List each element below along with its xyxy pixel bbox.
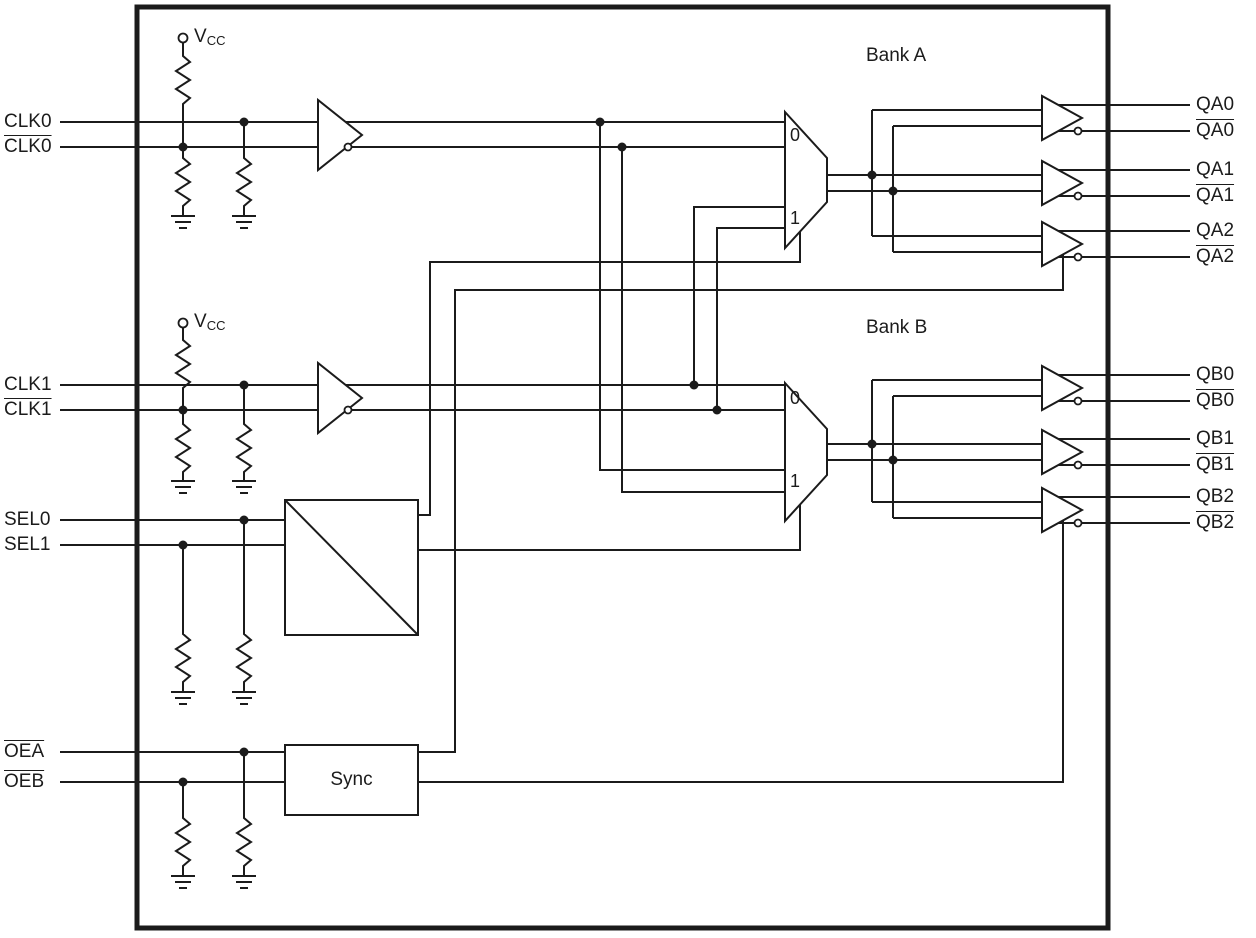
mux-a-input0-label: 0 — [790, 125, 801, 145]
clk0-wires — [60, 121, 785, 493]
pin-label-qa0-inv: QA0 — [1196, 120, 1235, 141]
bank-a-title: Bank A — [866, 45, 927, 66]
clk1-wires — [60, 206, 785, 411]
bank-b-title: Bank B — [866, 317, 928, 338]
pin-label-sel0: SEL0 — [4, 509, 51, 530]
mux-a-input1-label: 1 — [790, 208, 801, 228]
bank-a-distribution-wires — [827, 104, 1190, 258]
chip-outline — [134, 4, 1111, 931]
pin-label-qa2: QA2 — [1196, 220, 1235, 241]
pin-label-clk0: CLK0 — [4, 111, 52, 132]
sync-block — [284, 744, 419, 816]
vcc-terminal-1 — [177, 32, 189, 44]
pin-label-qb0: QB0 — [1196, 364, 1235, 385]
pin-label-qa1: QA1 — [1196, 159, 1235, 180]
bank-b-mux — [784, 380, 828, 524]
vcc-label-2: VCC — [194, 311, 226, 334]
inversion-bubbles — [343, 126, 1083, 528]
bank-b-output-buffers — [1041, 364, 1085, 534]
pin-label-qa2-inv: QA2 — [1196, 246, 1235, 267]
sel-decode-block — [284, 499, 419, 636]
pin-label-qb1: QB1 — [1196, 428, 1235, 449]
sel-wires — [60, 231, 801, 551]
pin-label-qb0-inv: QB0 — [1196, 390, 1235, 411]
clk0-input-buffer — [317, 97, 364, 173]
vcc-label-1: VCC — [194, 26, 226, 49]
pin-label-oeb: OEB — [4, 771, 45, 792]
pin-label-oea: OEA — [4, 741, 45, 762]
vcc-sub: CC — [206, 318, 226, 333]
pin-label-clk1: CLK1 — [4, 374, 52, 395]
mux-b-input1-label: 1 — [790, 471, 801, 491]
pin-label-qb2-inv: QB2 — [1196, 512, 1235, 533]
pin-label-qa0: QA0 — [1196, 94, 1235, 115]
pin-label-qb1-inv: QB1 — [1196, 454, 1235, 475]
vcc-main: V — [194, 311, 207, 332]
bank-b-distribution-wires — [827, 374, 1190, 524]
bias-network-wires — [182, 42, 245, 876]
junction-dots — [178, 117, 898, 787]
vcc-terminal-2 — [177, 317, 189, 329]
vcc-sub: CC — [206, 33, 226, 48]
bank-a-output-buffers — [1041, 94, 1085, 268]
sync-block-label: Sync — [330, 769, 373, 790]
vcc-main: V — [194, 26, 207, 47]
pin-label-qa1-inv: QA1 — [1196, 185, 1235, 206]
clk1-input-buffer — [317, 360, 364, 436]
pin-label-clk1-inv: CLK1 — [4, 399, 52, 420]
pin-label-sel1: SEL1 — [4, 534, 51, 555]
pullup-pulldown-resistors — [175, 49, 252, 873]
mux-b-input0-label: 0 — [790, 388, 801, 408]
pin-label-clk0-inv: CLK0 — [4, 136, 52, 157]
bank-a-mux — [784, 109, 828, 251]
pin-label-qb2: QB2 — [1196, 486, 1235, 507]
